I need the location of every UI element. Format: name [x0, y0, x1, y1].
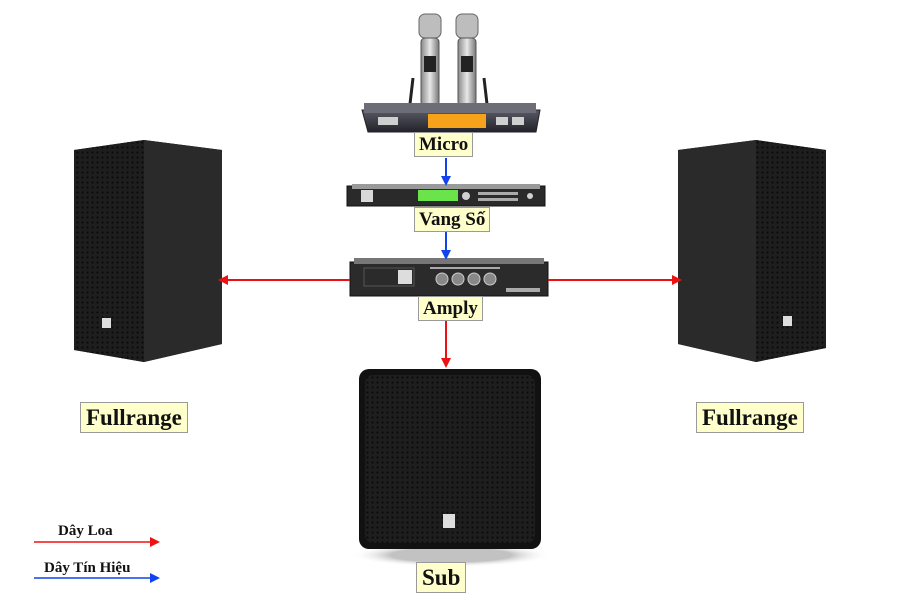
- legend-signal-wire: Dây Tín Hiệu: [44, 560, 131, 576]
- label-fullrange-right: Fullrange: [696, 402, 804, 433]
- subwoofer-icon: [351, 369, 551, 567]
- label-amply: Amply: [418, 296, 483, 321]
- microphone-receiver-icon: [361, 103, 541, 133]
- fullrange-speaker-icon: [678, 140, 826, 362]
- digital-processor-icon: [346, 184, 546, 207]
- label-micro: Micro: [414, 132, 474, 157]
- power-amplifier-icon: [349, 258, 549, 297]
- wireless-microphone-pair-icon: [408, 13, 489, 107]
- label-fullrange-left: Fullrange: [80, 402, 188, 433]
- fullrange-speaker-icon: [74, 140, 222, 362]
- label-vang-so: Vang Số: [414, 207, 491, 232]
- label-sub: Sub: [416, 562, 467, 593]
- legend-speaker-wire: Dây Loa: [58, 523, 113, 539]
